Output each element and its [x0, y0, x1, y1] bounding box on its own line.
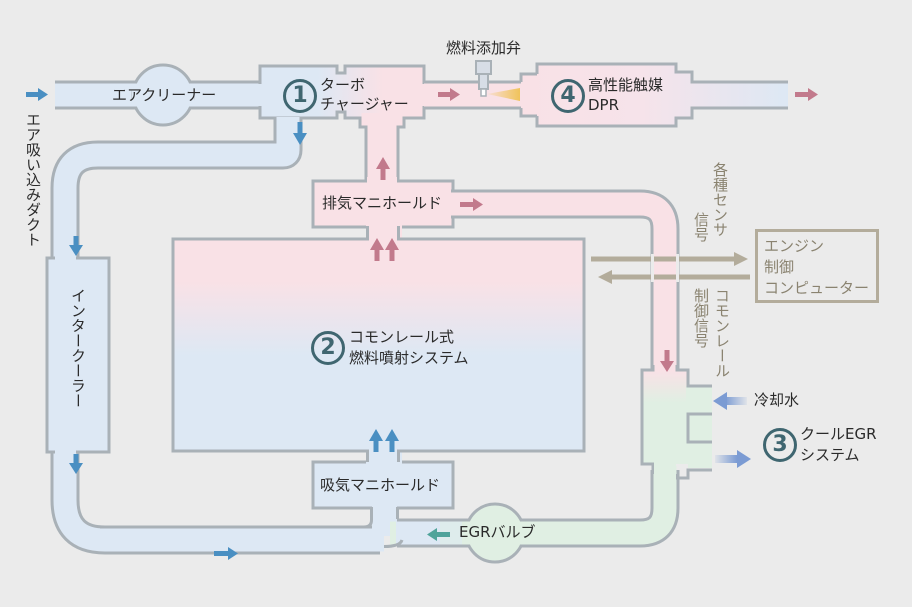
- exhaust-manifold: [311, 177, 455, 241]
- intercooler: [45, 252, 111, 458]
- coolant-label: 冷却水: [754, 391, 800, 409]
- intake-duct-loop: [50, 117, 384, 555]
- exhaust-egr-pipe: [446, 189, 680, 374]
- air-intake-duct-label: エア吸い込みダクト: [24, 112, 42, 247]
- air-cleaner: [131, 63, 195, 127]
- exhaust-manifold-label: 排気マニホールド: [322, 194, 443, 212]
- turbo-label-line2: チャージャー: [320, 95, 409, 113]
- turbo-badge: 1: [283, 79, 317, 113]
- sensor-signal-label-line1: 各種センサ: [711, 162, 729, 237]
- control-signal-label-line2: 制御信号: [692, 288, 710, 348]
- air-cleaner-label: エアクリーナー: [112, 86, 217, 104]
- cool-egr-badge: 3: [763, 428, 797, 462]
- fuel-additive-valve-label: 燃料添加弁: [446, 39, 522, 57]
- turbo-label-line1: ターボ: [320, 76, 366, 94]
- intake-arrow-inlet: [26, 88, 48, 101]
- cool-egr-label-line1: クールEGR: [800, 425, 877, 443]
- dpr-label-line2: DPR: [588, 96, 620, 114]
- egr-arrow-left: [427, 528, 450, 541]
- egr-cooler: [640, 365, 712, 482]
- exhaust-arrow-to-dpr: [438, 88, 460, 101]
- sensor-signal-label-line2: 信号: [692, 212, 710, 242]
- intake-arrow-engine-2: [385, 429, 399, 452]
- engine-block: [171, 234, 586, 456]
- exhaust-arrow-engine-2: [385, 238, 399, 261]
- egr-valve-label: EGRバルブ: [459, 523, 536, 541]
- ecu-label-line3: コンピューター: [764, 279, 870, 297]
- coolant-in-arrow: [713, 392, 747, 410]
- dpr-label-line1: 高性能触媒: [588, 76, 664, 94]
- dpr-badge: 4: [551, 79, 585, 113]
- flow-arrows: [26, 88, 818, 560]
- engine-control-computer: エンジン 制御 コンピューター: [755, 229, 879, 303]
- exhaust-arrow-to-turbo: [376, 157, 390, 180]
- intake-arrow-intercooler-out: [69, 454, 83, 474]
- intake-arrow-engine-1: [369, 429, 383, 452]
- cool-egr-label-line2: システム: [800, 446, 860, 464]
- ecu-label-line1: エンジン: [764, 237, 825, 255]
- intake-manifold-label: 吸気マニホールド: [320, 476, 441, 494]
- intake-arrow-turbo-down: [293, 122, 307, 145]
- dpr-catalyst: [519, 62, 788, 128]
- exhaust-arrow-manifold-right: [460, 198, 483, 211]
- common-rail-label-line2: 燃料噴射システム: [349, 349, 469, 367]
- exhaust-arrow-engine-1: [370, 238, 384, 261]
- ecu-label-line2: 制御: [764, 258, 795, 276]
- sensor-signal-arrow: [591, 252, 748, 266]
- common-rail-badge: 2: [311, 331, 345, 365]
- fuel-additive-valve: [475, 60, 492, 97]
- control-signal-label-line1: コモンレール: [713, 288, 731, 378]
- exhaust-arrow-outlet: [795, 88, 818, 101]
- coolant-out-arrow: [715, 450, 751, 468]
- intake-arrow-bottom: [214, 547, 238, 560]
- exhaust-arrow-egr-down: [660, 350, 674, 372]
- intake-arrow-intercooler-in: [69, 236, 83, 256]
- intake-manifold: [100, 449, 455, 536]
- common-rail-label-line1: コモンレール式: [349, 328, 455, 346]
- intercooler-label: インタークーラー: [69, 288, 87, 408]
- egr-valve: [440, 502, 528, 564]
- fuel-spray: [487, 88, 520, 101]
